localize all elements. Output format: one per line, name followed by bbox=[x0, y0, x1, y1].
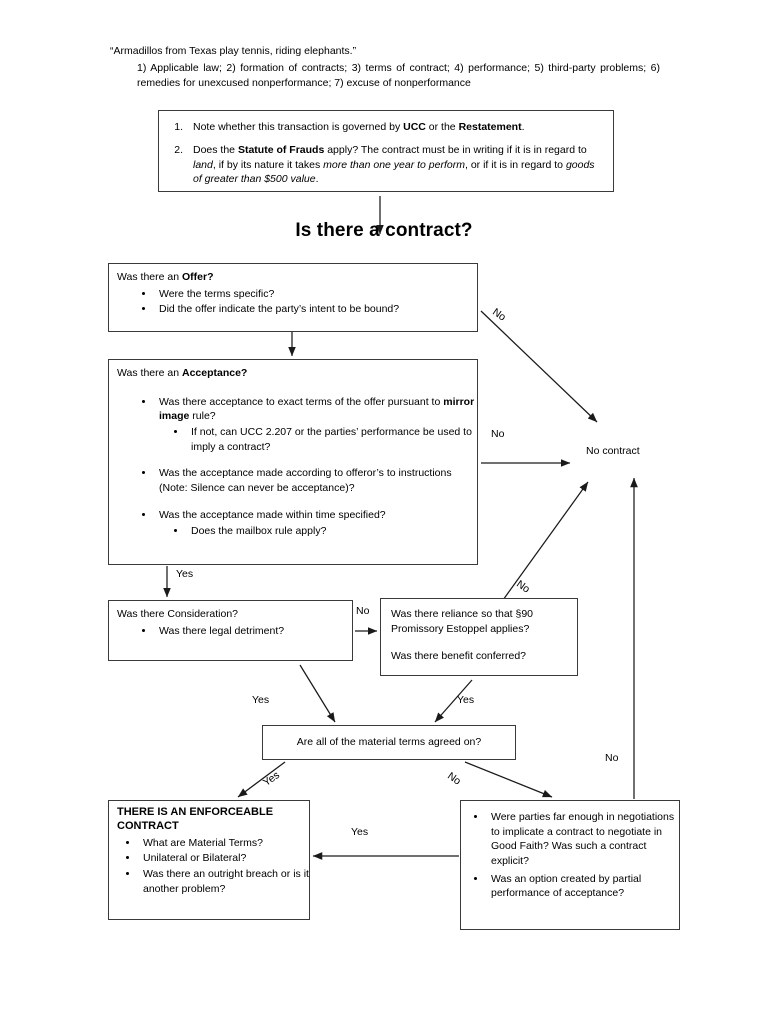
edge-material-no bbox=[464, 761, 553, 798]
note-number: 1. bbox=[174, 121, 183, 133]
note-text: Note whether this transaction is governe… bbox=[193, 121, 525, 133]
list-item: Unilateral or Bilateral? bbox=[139, 851, 309, 866]
edge-label-consideration-yes: Yes bbox=[252, 694, 270, 706]
node-no-contract: No contract bbox=[586, 445, 640, 457]
edge-label-goodfaith-yes: Yes bbox=[351, 826, 369, 838]
node-acceptance-sub-bullets: If not, can UCC 2.207 or the parties’ pe… bbox=[159, 425, 477, 454]
node-good-faith-bullets: Were parties far enough in negotiations … bbox=[461, 810, 679, 901]
bullet-text-bold: mirror image bbox=[159, 395, 475, 423]
node-estoppel-line-2: Was there benefit conferred? bbox=[391, 650, 527, 663]
node-offer: Was there an Offer? Were the terms speci… bbox=[108, 263, 478, 332]
node-acceptance-heading: Was there an Acceptance? bbox=[109, 360, 477, 381]
node-offer-bullets: Were the terms specific? Did the offer i… bbox=[109, 287, 477, 317]
node-good-faith: Were parties far enough in negotiations … bbox=[460, 800, 680, 930]
note-item-1: 1. Note whether this transaction is gove… bbox=[159, 120, 603, 134]
node-enforceable-title: THERE IS AN ENFORCEABLE CONTRACT bbox=[117, 806, 274, 832]
list-item: Does the mailbox rule apply? bbox=[187, 524, 477, 539]
note-box: 1. Note whether this transaction is gove… bbox=[158, 110, 614, 192]
edge-consideration-yes bbox=[299, 664, 336, 723]
node-offer-heading-bold: Offer? bbox=[181, 271, 214, 283]
node-consideration: Was there Consideration? Was there legal… bbox=[108, 600, 353, 661]
node-acceptance: Was there an Acceptance? Was there accep… bbox=[108, 359, 478, 565]
note-item-2: 2. Does the Statute of Frauds apply? The… bbox=[159, 143, 603, 186]
edge-label-consideration-no: No bbox=[356, 605, 370, 617]
edge-label-offer-no: No bbox=[490, 306, 509, 324]
node-acceptance-heading-bold: Acceptance? bbox=[181, 367, 248, 379]
edge-label-acceptance-no: No bbox=[491, 428, 505, 440]
node-offer-heading: Was there an Offer? bbox=[109, 264, 477, 285]
list-item: Was an option created by partial perform… bbox=[487, 872, 679, 901]
list-item: Was there an outright breach or is it an… bbox=[139, 867, 309, 896]
edge-label-estoppel-no: No bbox=[514, 578, 533, 596]
bullet-text-a: Was there acceptance to exact terms of t… bbox=[159, 395, 444, 408]
edge-estoppel-no bbox=[497, 481, 589, 608]
note-text: Does the Statute of Frauds apply? The co… bbox=[193, 144, 595, 186]
list-item: Was there legal detriment? bbox=[155, 624, 352, 639]
node-estoppel-line-1: Was there reliance so that §90 Promissor… bbox=[391, 608, 534, 635]
edge-label-acceptance-yes: Yes bbox=[176, 568, 194, 580]
node-material-terms-text: Are all of the material terms agreed on? bbox=[296, 736, 482, 749]
edge-offer-no bbox=[480, 310, 598, 423]
node-acceptance-sub-bullets-2: Does the mailbox rule apply? bbox=[159, 524, 477, 539]
header-block: “Armadillos from Texas play tennis, ridi… bbox=[110, 44, 660, 91]
bullet-text: Was the acceptance made within time spec… bbox=[159, 508, 386, 521]
node-enforceable-contract: THERE IS AN ENFORCEABLE CONTRACT What ar… bbox=[108, 800, 310, 920]
list-item: Did the offer indicate the party’s inten… bbox=[155, 302, 477, 317]
node-consideration-heading: Was there Consideration? bbox=[117, 608, 239, 620]
node-acceptance-bullets: Was there acceptance to exact terms of t… bbox=[109, 395, 477, 539]
node-promissory-estoppel: Was there reliance so that §90 Promissor… bbox=[380, 598, 578, 676]
edge-label-goodfaith-no: No bbox=[605, 752, 619, 764]
node-consideration-bullets: Was there legal detriment? bbox=[109, 624, 352, 639]
page-title: Is there a contract? bbox=[295, 220, 473, 241]
edge-label-material-yes: Yes bbox=[261, 769, 282, 789]
list-item: Was there acceptance to exact terms of t… bbox=[155, 395, 477, 455]
edge-label-estoppel-yes: Yes bbox=[457, 694, 475, 706]
note-number: 2. bbox=[174, 144, 183, 157]
node-offer-heading-plain: Was there an bbox=[117, 271, 182, 283]
list-item: What are Material Terms? bbox=[139, 836, 309, 851]
list-item: If not, can UCC 2.207 or the parties’ pe… bbox=[187, 425, 477, 454]
list-item: Was the acceptance made within time spec… bbox=[155, 508, 477, 538]
node-material-terms: Are all of the material terms agreed on? bbox=[262, 725, 516, 760]
edge-label-material-no: No bbox=[445, 770, 464, 788]
list-item: Was the acceptance made according to off… bbox=[155, 466, 477, 495]
list-item: Were parties far enough in negotiations … bbox=[487, 810, 679, 869]
header-elements-list: 1) Applicable law; 2) formation of contr… bbox=[137, 61, 660, 89]
bullet-text-b: rule? bbox=[189, 410, 216, 423]
node-enforceable-bullets: What are Material Terms? Unilateral or B… bbox=[109, 836, 309, 897]
list-item: Were the terms specific? bbox=[155, 287, 477, 302]
header-quote: “Armadillos from Texas play tennis, ridi… bbox=[110, 45, 357, 57]
node-acceptance-heading-plain: Was there an bbox=[117, 367, 182, 379]
